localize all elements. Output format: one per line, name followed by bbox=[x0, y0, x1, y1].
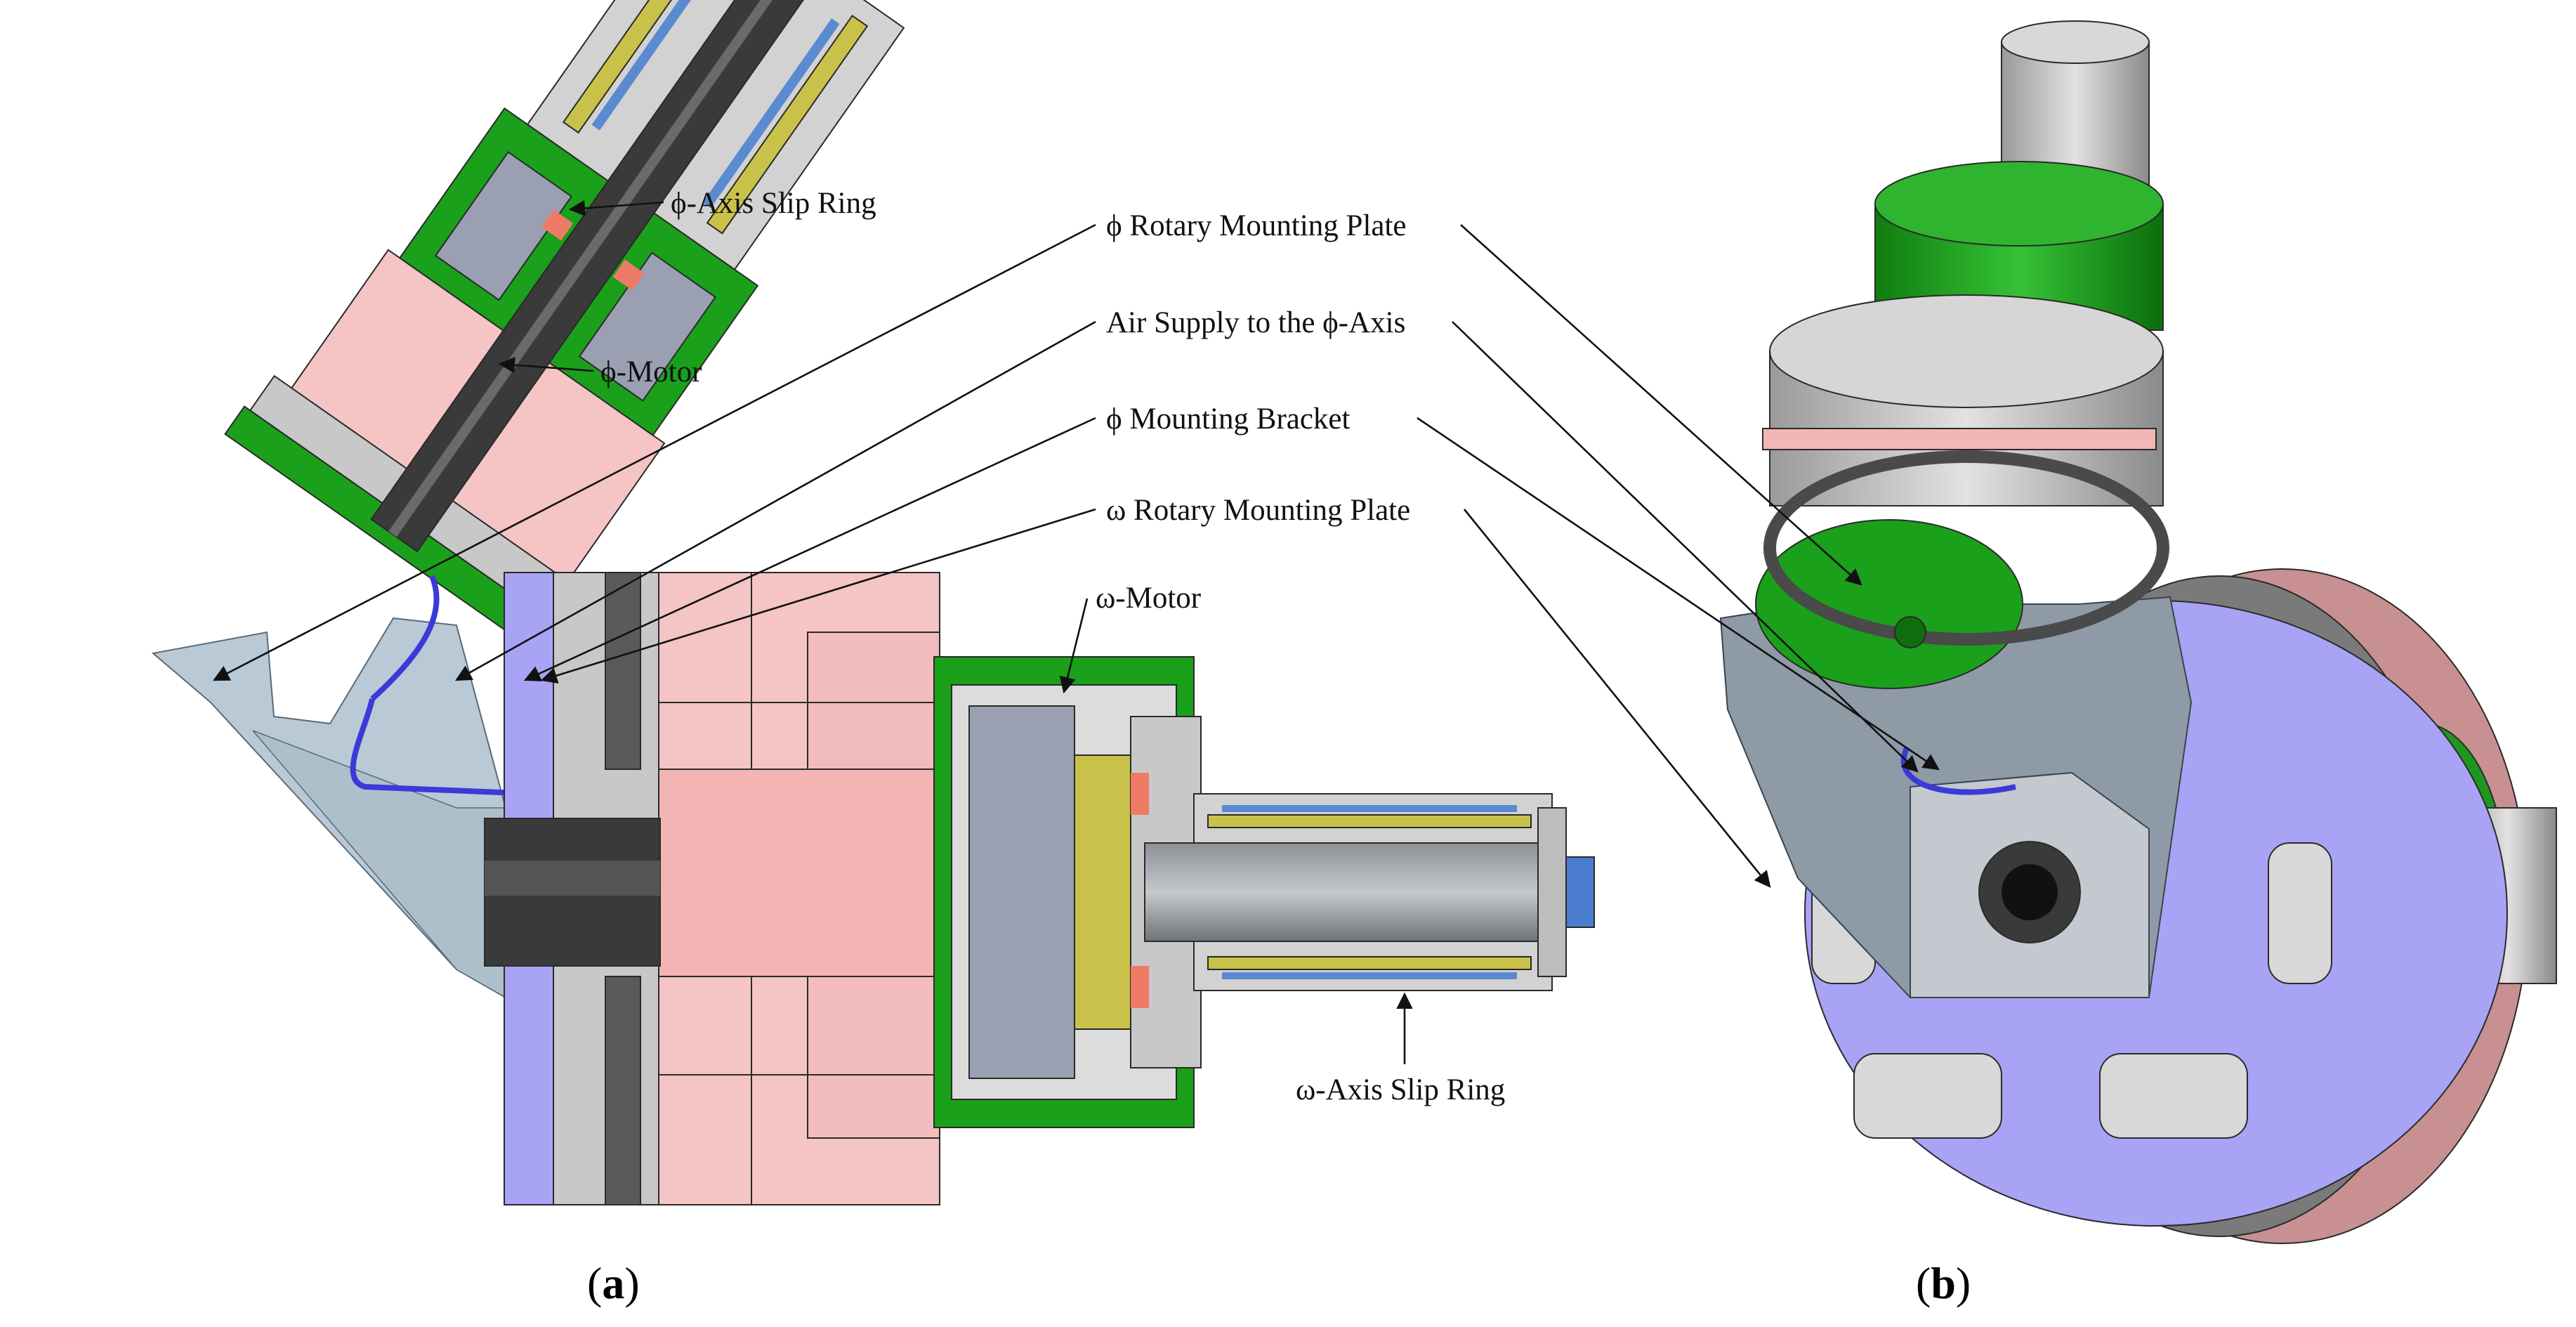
omega-motor-stator bbox=[968, 705, 1075, 1079]
phi-axis-assembly bbox=[224, 0, 905, 661]
label-omega-motor: ω-Motor bbox=[1096, 582, 1201, 615]
phi-shaft-highlight bbox=[388, 0, 800, 537]
omega-slip-ring-blue-top bbox=[1222, 805, 1517, 812]
b-phi-rotary-plate bbox=[1755, 519, 2023, 689]
b-green-top bbox=[1874, 161, 2164, 247]
b-gray-top bbox=[1769, 294, 2164, 408]
label-omega-slip-ring: ω-Axis Slip Ring bbox=[1296, 1073, 1505, 1106]
section-view-a bbox=[151, 0, 1595, 1205]
leader-omega-plate-a bbox=[540, 508, 1096, 684]
caption-b: (b) bbox=[1916, 1258, 1971, 1308]
caption-a: (a) bbox=[587, 1258, 640, 1308]
caption-a-letter: a bbox=[602, 1258, 624, 1308]
b-pink-ring bbox=[1762, 428, 2157, 450]
labels: ϕ-Axis Slip Ring ϕ-Motor ϕ Rotary Mounti… bbox=[600, 187, 1505, 1106]
phi-red-seal-b bbox=[612, 259, 645, 291]
leader-air-b bbox=[1452, 321, 1919, 773]
leader-phi-plate-a bbox=[212, 223, 1096, 681]
leader-bracket-a bbox=[523, 417, 1096, 681]
omega-slip-ring-connector bbox=[1565, 856, 1595, 928]
omega-housing-slot-bottom bbox=[605, 976, 641, 1205]
phi-motor-stator-top bbox=[434, 151, 573, 301]
omega-red-seal-a bbox=[1131, 773, 1149, 815]
leader-omega-plate-b bbox=[1463, 509, 1771, 888]
omega-slip-ring-yellow-bottom bbox=[1207, 956, 1532, 970]
phi-slip-ring-yellow-top bbox=[562, 0, 725, 134]
label-air-supply: Air Supply to the ϕ-Axis bbox=[1106, 306, 1405, 339]
label-omega-rotary-plate: ω Rotary Mounting Plate bbox=[1106, 494, 1410, 527]
omega-shaft-light bbox=[485, 861, 660, 896]
caption-b-close: ) bbox=[1956, 1258, 1971, 1308]
b-phi-plate-ring bbox=[1763, 450, 2169, 646]
leader-bracket-b bbox=[1417, 417, 1940, 771]
leader-phi-motor bbox=[498, 356, 594, 374]
caption-a-open: ( bbox=[587, 1258, 602, 1308]
omega-slip-ring-end bbox=[1537, 807, 1567, 977]
isometric-view-b bbox=[1719, 20, 2557, 1244]
caption-b-open: ( bbox=[1916, 1258, 1931, 1308]
phi-slip-ring-yellow-bottom bbox=[706, 14, 869, 235]
phi-slip-ring-blue-top bbox=[591, 0, 729, 131]
omega-motor-rotor bbox=[1074, 754, 1131, 1030]
omega-slip-ring-yellow-top bbox=[1207, 814, 1532, 828]
omega-slip-ring-shaft bbox=[1144, 842, 1539, 942]
label-phi-rotary-plate: ϕ Rotary Mounting Plate bbox=[1106, 209, 1407, 242]
label-phi-bracket: ϕ Mounting Bracket bbox=[1106, 403, 1351, 436]
label-phi-slip-ring: ϕ-Axis Slip Ring bbox=[671, 187, 876, 220]
leader-phi-plate-b bbox=[1460, 224, 1862, 586]
caption-a-close: ) bbox=[624, 1258, 639, 1308]
b-plate-window-4 bbox=[2099, 1053, 2248, 1139]
omega-bore-pink bbox=[658, 769, 954, 977]
leader-phi-slip-ring bbox=[568, 200, 664, 217]
omega-slip-ring-blue-bottom bbox=[1222, 972, 1517, 979]
air-supply-line bbox=[350, 575, 534, 797]
leader-lines bbox=[212, 200, 1940, 1064]
omega-housing-slot-top bbox=[605, 572, 641, 770]
b-plate-window-2 bbox=[2268, 842, 2332, 984]
b-phi-plate-center bbox=[1894, 616, 1926, 648]
phi-red-seal-a bbox=[541, 209, 574, 241]
caption-b-letter: b bbox=[1931, 1258, 1956, 1308]
phi-slip-ring-blue-bottom bbox=[702, 18, 840, 209]
label-phi-motor: ϕ-Motor bbox=[600, 355, 702, 388]
b-plate-window-3 bbox=[1853, 1053, 2002, 1139]
b-top-cap bbox=[2001, 20, 2150, 64]
omega-red-seal-b bbox=[1131, 966, 1149, 1008]
leader-omega-motor bbox=[1059, 598, 1089, 694]
phi-motor-stator-bottom bbox=[578, 251, 716, 402]
leader-air-a bbox=[454, 320, 1096, 681]
b-bracket-bore-inner bbox=[2002, 864, 2058, 920]
